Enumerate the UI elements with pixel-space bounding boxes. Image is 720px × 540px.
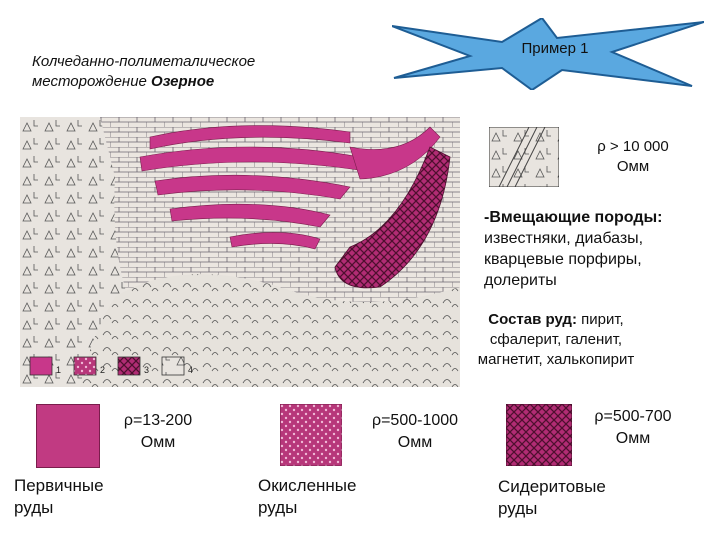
siderite-ore-swatch: [506, 404, 572, 466]
ore-composition-line-1: пирит,: [577, 311, 624, 328]
map-legend-number-3: 3: [144, 365, 149, 375]
primary-ore-label: Первичные руды: [14, 475, 104, 519]
primary-ore-swatch: [36, 404, 100, 468]
map-legend-number-4: 4: [188, 365, 193, 375]
ore-composition-line-3: магнетит, халькопирит: [456, 350, 656, 370]
ore-composition: Состав руд: пирит, сфалерит, галенит, ма…: [456, 310, 656, 370]
oxidized-ore-resistivity-value: ρ=500-1000: [360, 410, 470, 432]
deposit-title: Колчеданно-полиметалическое месторождени…: [32, 52, 255, 92]
host-rock-description: -Вмещающие породы: известняки, диабазы, …: [484, 207, 714, 291]
host-rock-resistivity-value: ρ > 10 000: [573, 137, 693, 157]
siderite-ore-resistivity-value: ρ=500-700: [578, 406, 688, 428]
ore-composition-heading: Состав руд:: [488, 311, 577, 328]
host-rock-resistivity: ρ > 10 000 Омм: [573, 137, 693, 177]
primary-ore-label-line-2: руды: [14, 497, 104, 519]
host-rock-line-3: долериты: [484, 270, 714, 291]
example-label: Пример 1: [500, 40, 610, 57]
host-rock-line-1: известняки, диабазы,: [484, 228, 714, 249]
primary-ore-resistivity: ρ=13-200 Омм: [108, 410, 208, 454]
map-legend-number-2: 2: [100, 365, 105, 375]
oxidized-ore-label: Окисленные руды: [258, 475, 356, 519]
siderite-ore-label-line-1: Сидеритовые: [498, 476, 606, 498]
ore-composition-line-2: сфалерит, галенит,: [456, 330, 656, 350]
map-legend-number-1: 1: [56, 365, 61, 375]
oxidized-ore-swatch: [280, 404, 342, 466]
title-line-1: Колчеданно-полиметалическое: [32, 52, 255, 72]
deposit-name: Озерное: [151, 73, 214, 90]
primary-ore-resistivity-value: ρ=13-200: [108, 410, 208, 432]
primary-ore-label-line-1: Первичные: [14, 475, 104, 497]
host-rock-heading: -Вмещающие породы:: [484, 207, 714, 228]
host-rock-resistivity-unit: Омм: [573, 157, 693, 177]
oxidized-ore-resistivity: ρ=500-1000 Омм: [360, 410, 470, 454]
primary-ore-resistivity-unit: Омм: [108, 432, 208, 454]
siderite-ore-resistivity-unit: Омм: [578, 428, 688, 450]
host-rock-swatch: [489, 127, 559, 187]
host-rock-line-2: кварцевые порфиры,: [484, 249, 714, 270]
title-line-2-prefix: месторождение: [32, 73, 151, 90]
siderite-ore-label-line-2: руды: [498, 498, 606, 520]
oxidized-ore-label-line-1: Окисленные: [258, 475, 356, 497]
oxidized-ore-resistivity-unit: Омм: [360, 432, 470, 454]
siderite-ore-label: Сидеритовые руды: [498, 476, 606, 520]
geological-section-map: 1 2 3 4: [20, 117, 460, 387]
siderite-ore-resistivity: ρ=500-700 Омм: [578, 406, 688, 450]
oxidized-ore-label-line-2: руды: [258, 497, 356, 519]
